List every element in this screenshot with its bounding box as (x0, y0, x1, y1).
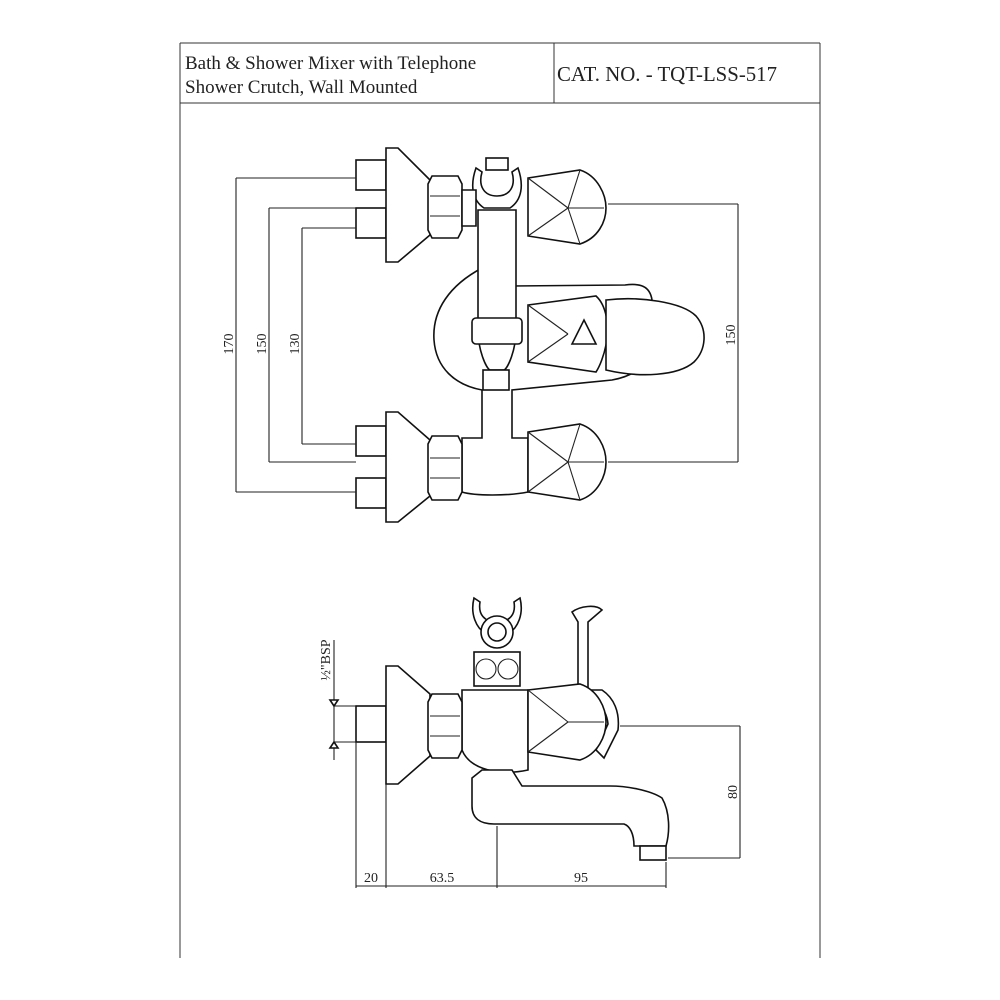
shower-crutch-cradle (471, 166, 523, 209)
dimension-170-label: 170 (222, 334, 237, 355)
crutch-tip (485, 157, 509, 171)
lower-handle-body (527, 423, 607, 501)
diverter-lever-cap (605, 297, 705, 376)
catalog-number: CAT. NO. - TQT-LSS-517 (557, 62, 777, 86)
lower-inlet-pipe (355, 425, 387, 457)
side-bath-spout (471, 769, 670, 847)
dimension-130-label: 130 (288, 334, 303, 355)
dimension-lines-left (235, 177, 356, 493)
dimension-150-right-label: 150 (724, 325, 739, 346)
height-dimension (620, 725, 741, 859)
upper-inlet-pipe-2 (355, 207, 387, 239)
drawing-frame (179, 42, 821, 958)
title-block: Bath & Shower Mixer with Telephone Showe… (185, 53, 777, 98)
diverter-knob (527, 295, 705, 376)
diverter-indicator-icon (570, 318, 598, 345)
lower-handle (527, 423, 607, 501)
lower-hex-nut (427, 435, 463, 501)
side-inlet-pipe (355, 705, 387, 743)
top-view: 170 150 130 150 (222, 147, 739, 523)
dimension-95-label: 95 (574, 871, 588, 886)
side-view: ½"BSP 80 20 63.5 95 (319, 596, 741, 888)
crutch-ring-inner (487, 622, 507, 642)
side-handle-body (527, 683, 607, 761)
dimension-lines-right (608, 203, 739, 463)
side-mixer-body (461, 689, 529, 773)
dimension-80-label: 80 (726, 785, 741, 799)
crutch-collar (471, 317, 523, 345)
upper-wall-flange (385, 147, 431, 263)
lower-wall-flange (385, 411, 431, 523)
upper-inlet-pipe (355, 159, 387, 191)
spout-aerator (639, 845, 667, 861)
product-title-line2: Shower Crutch, Wall Mounted (185, 77, 418, 98)
side-wall-flange (385, 665, 431, 785)
upper-hex-nut (427, 175, 463, 239)
product-title-line1: Bath & Shower Mixer with Telephone (185, 53, 476, 74)
crutch-nut (473, 651, 521, 687)
bottom-dimensions (355, 742, 667, 888)
dimension-150-left-label: 150 (255, 334, 270, 355)
thread-size-label: ½"BSP (319, 639, 334, 680)
dimension-63-5-label: 63.5 (430, 871, 455, 886)
crutch-column (477, 209, 517, 371)
upper-wall-connector (355, 147, 477, 263)
thread-dimension (328, 640, 356, 760)
upper-handle (527, 169, 607, 245)
lower-wall-connector (355, 411, 463, 523)
side-hex-nut (427, 693, 463, 759)
dimension-20-label: 20 (364, 871, 378, 886)
crutch-column-base (482, 369, 510, 391)
lower-inlet-pipe-2 (355, 477, 387, 509)
upper-elbow (461, 189, 477, 227)
